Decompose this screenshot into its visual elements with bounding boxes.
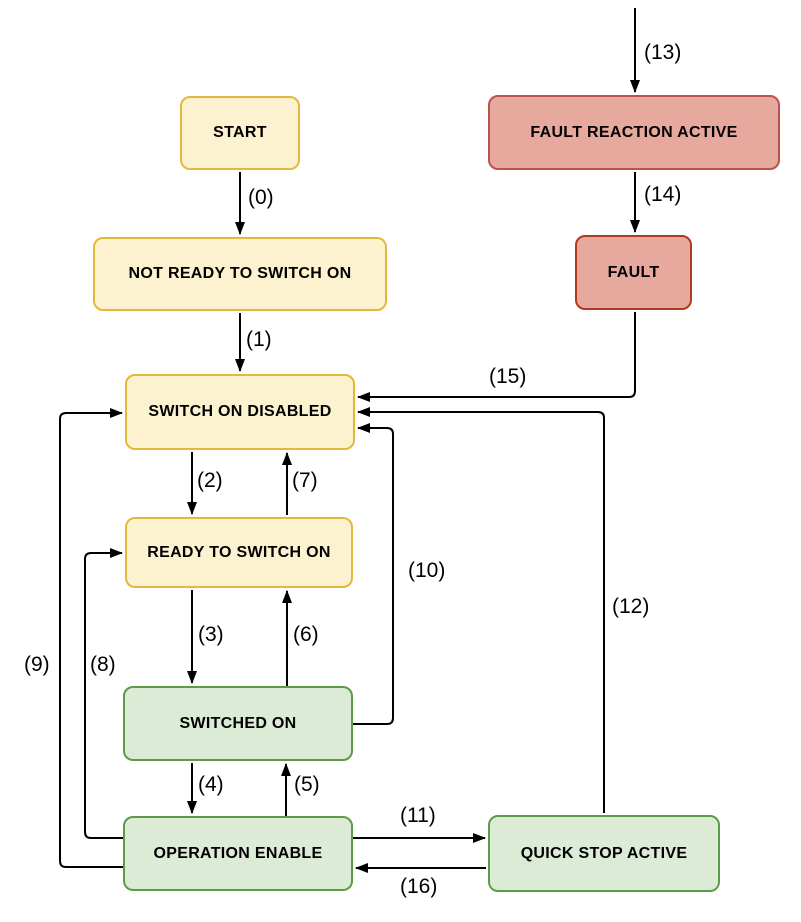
state-label-fault-reaction-active: FAULT REACTION ACTIVE	[530, 123, 738, 141]
state-node-switch-on-disabled: SWITCH ON DISABLED	[125, 374, 355, 450]
state-node-ready-to-switch-on: READY TO SWITCH ON	[125, 517, 353, 588]
state-node-start: START	[180, 96, 300, 170]
transition-label-t15: (15)	[489, 365, 527, 388]
transition-label-t14: (14)	[644, 183, 682, 206]
state-label-ready-to-switch-on: READY TO SWITCH ON	[147, 543, 331, 561]
transition-label-t0: (0)	[248, 186, 274, 209]
state-label-switched-on: SWITCHED ON	[179, 714, 297, 732]
transition-label-t7: (7)	[292, 469, 318, 492]
state-node-not-ready-to-switch-on: NOT READY TO SWITCH ON	[93, 237, 387, 311]
transition-label-t12: (12)	[612, 595, 650, 618]
state-label-fault: FAULT	[607, 263, 660, 281]
state-node-fault-reaction-active: FAULT REACTION ACTIVE	[488, 95, 780, 170]
state-label-quick-stop-active: QUICK STOP ACTIVE	[520, 844, 688, 862]
state-label-start: START	[213, 124, 267, 142]
transition-label-t5: (5)	[294, 773, 320, 796]
transition-label-t16: (16)	[400, 875, 438, 898]
transition-label-t13: (13)	[644, 41, 682, 64]
transition-label-t9: (9)	[24, 653, 50, 676]
transition-label-t10: (10)	[408, 559, 446, 582]
transition-label-t8: (8)	[90, 653, 116, 676]
state-node-operation-enable: OPERATION ENABLE	[123, 816, 353, 891]
state-label-not-ready-to-switch-on: NOT READY TO SWITCH ON	[128, 265, 352, 283]
transition-label-t1: (1)	[246, 328, 272, 351]
transition-label-t6: (6)	[293, 623, 319, 646]
transition-arrow-t10	[353, 423, 394, 725]
state-node-switched-on: SWITCHED ON	[123, 686, 353, 761]
transition-arrow-t12	[357, 407, 605, 813]
transition-label-t2: (2)	[197, 469, 223, 492]
state-label-operation-enable: OPERATION ENABLE	[153, 844, 323, 862]
transition-arrow-t8	[84, 548, 123, 839]
transition-label-t11: (11)	[400, 804, 436, 827]
state-label-switch-on-disabled: SWITCH ON DISABLED	[148, 403, 332, 421]
state-node-fault: FAULT	[575, 235, 692, 310]
state-node-quick-stop-active: QUICK STOP ACTIVE	[488, 815, 720, 892]
transition-arrow-t9	[59, 408, 123, 868]
transition-label-t3: (3)	[198, 623, 224, 646]
transition-label-t4: (4)	[198, 773, 224, 796]
